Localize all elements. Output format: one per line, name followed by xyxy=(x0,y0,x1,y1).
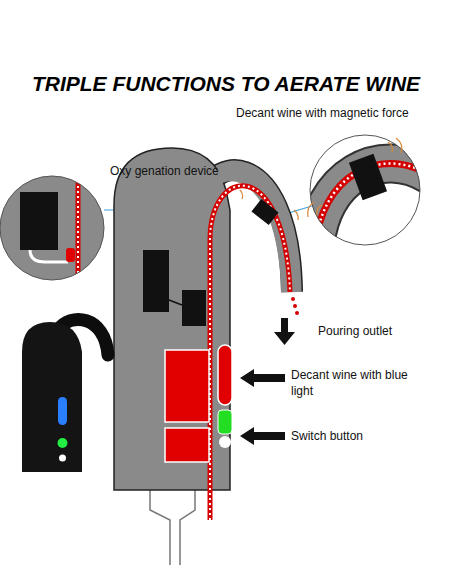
pump-block xyxy=(182,290,206,326)
zoom-bg xyxy=(0,176,104,280)
wine-tube xyxy=(210,186,290,520)
down-arrow-head xyxy=(274,332,295,345)
air-hose xyxy=(30,250,68,262)
magnet-waves xyxy=(240,190,298,220)
bottle-neck xyxy=(150,488,195,565)
aerator-body xyxy=(114,148,230,490)
callout-label: Decant wine with blue light xyxy=(291,368,409,399)
spacer xyxy=(287,306,295,316)
wine-tube xyxy=(76,176,81,280)
motor-block xyxy=(165,350,209,422)
down-arrow-shaft xyxy=(281,318,288,332)
left-arrow xyxy=(240,427,285,445)
light-indicator xyxy=(218,345,232,405)
green-light xyxy=(218,410,232,434)
product-button xyxy=(59,455,66,462)
air-bubbles xyxy=(77,176,79,280)
wine-drop xyxy=(291,297,295,301)
product-body xyxy=(22,322,82,472)
left-arrow xyxy=(240,369,285,387)
switch-dot xyxy=(219,436,231,448)
base-block xyxy=(165,428,209,462)
pump-block xyxy=(20,192,58,250)
product-blue-light xyxy=(58,397,67,425)
magnet-waves xyxy=(308,138,402,217)
valve xyxy=(66,248,75,262)
callout-label: Oxy genation device xyxy=(110,164,240,180)
callout-label: Decant wine with magnetic force xyxy=(236,106,451,122)
product-green-light xyxy=(58,438,68,448)
magnet-block xyxy=(349,154,387,200)
magnet-block xyxy=(251,199,278,225)
callout-label: Pouring outlet xyxy=(318,324,448,340)
diagram-title: TRIPLE FUNCTIONS TO AERATE WINE xyxy=(0,72,452,96)
spout-fill xyxy=(205,174,288,292)
air-bubbles xyxy=(210,186,290,520)
wine-drop xyxy=(295,311,299,315)
wine-drop xyxy=(293,304,297,308)
zoom-detail xyxy=(0,176,104,280)
wire xyxy=(169,300,182,305)
zoom-circle xyxy=(0,176,104,280)
callout-label: Switch button xyxy=(291,429,421,445)
battery-block xyxy=(143,250,169,312)
zoom-detail xyxy=(310,135,430,250)
zoom-circle xyxy=(310,135,420,245)
